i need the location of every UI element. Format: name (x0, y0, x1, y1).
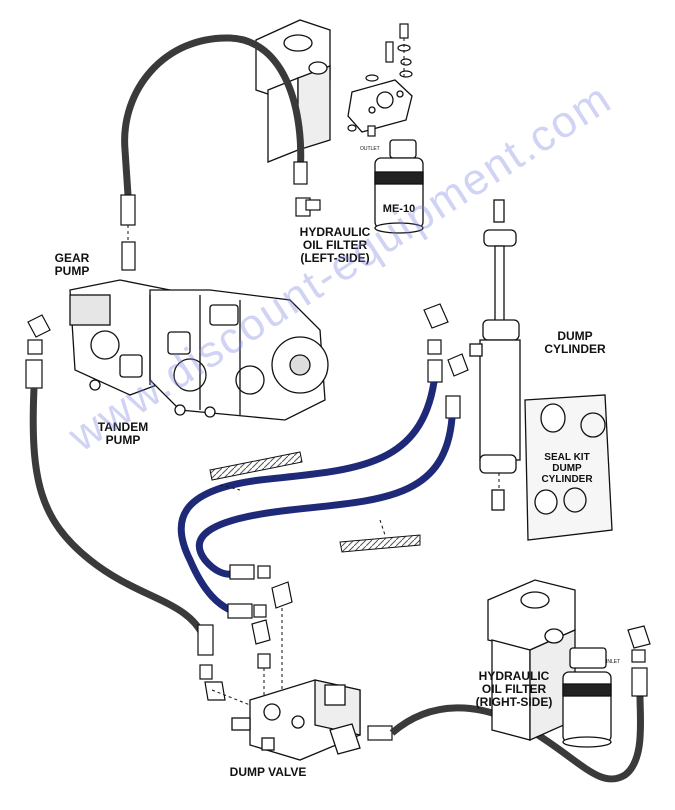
filter-left-label-line1: HYDRAULIC (299, 225, 371, 239)
black-hose-right (389, 694, 645, 783)
dump-cylinder-label-line2: CYLINDER (544, 342, 606, 356)
black-hose-left (29, 387, 209, 642)
black-hose-top (121, 34, 305, 196)
hose-fitting-top-left (120, 194, 136, 271)
tandem-pump (69, 279, 329, 421)
elbow-fitting-left (25, 314, 51, 389)
seal-kit-bag (524, 394, 613, 541)
seal-kit-label-line3: CYLINDER (541, 474, 593, 485)
filter-head-left (347, 79, 417, 159)
seal-kit-label-line2: DUMP (552, 463, 582, 474)
filter-left-label-line3: (LEFT-SIDE) (300, 251, 370, 265)
spiral-wrap-upper (209, 451, 303, 481)
filter-bracket-right (487, 579, 576, 742)
blue-hose-1 (177, 381, 438, 614)
blue-hose-fittings-lower (227, 564, 293, 669)
gear-pump-label-line2: PUMP (54, 264, 90, 278)
dump-cylinder-label: DUMP CYLINDER (530, 330, 620, 356)
dump-cylinder-label-line1: DUMP (557, 329, 593, 343)
filter-canister-right (562, 647, 612, 748)
filter-canister-left (374, 157, 424, 234)
dump-valve (231, 679, 361, 761)
filter-right-label-line1: HYDRAULIC (478, 669, 550, 683)
filter-right-label-line3: (RIGHT-SIDE) (475, 695, 553, 709)
filter-right-label: HYDRAULIC OIL FILTER (RIGHT-SIDE) (464, 670, 564, 709)
gear-pump-label: GEAR PUMP (42, 252, 102, 278)
dump-valve-label: DUMP VALVE (229, 765, 307, 779)
blue-hose-2 (195, 417, 456, 578)
filter-left-label-line2: OIL FILTER (302, 238, 368, 252)
hose-fitting-dump-right (367, 725, 393, 741)
inlet-tag: INLET (606, 659, 620, 665)
hose-fitting-top-right (293, 161, 321, 217)
seal-kit-label-line1: SEAL KIT (544, 452, 590, 463)
dump-cylinder (469, 199, 521, 511)
tandem-pump-label: TANDEM PUMP (88, 421, 158, 447)
hose-fitting-right-top (627, 625, 651, 697)
outlet-tag: OUTLET (360, 146, 380, 152)
blue-hose-fittings-upper (423, 303, 469, 419)
filter-model-label: ME-10 (383, 203, 415, 215)
filter-left-label: HYDRAULIC OIL FILTER (LEFT-SIDE) (290, 226, 380, 265)
spiral-wrap-lower (339, 534, 421, 553)
tandem-pump-label-line2: PUMP (105, 433, 141, 447)
filter-bracket-left (255, 19, 331, 163)
hose-fitting-left-bottom (197, 624, 226, 701)
seal-kit-label: SEAL KIT DUMP CYLINDER (532, 452, 602, 485)
gear-pump-label-line1: GEAR (54, 251, 90, 265)
filter-right-label-line2: OIL FILTER (481, 682, 547, 696)
tandem-pump-label-line1: TANDEM (97, 420, 149, 434)
